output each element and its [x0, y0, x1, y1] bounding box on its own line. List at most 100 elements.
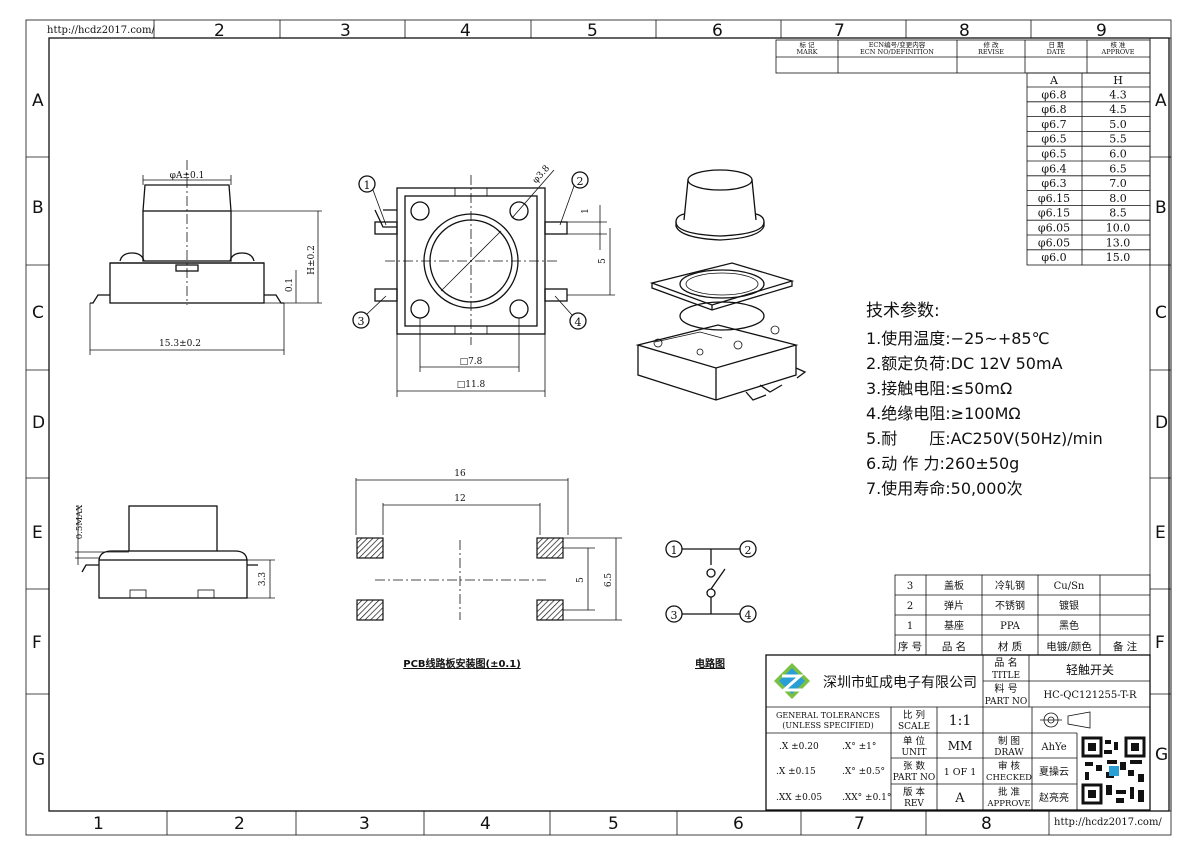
size-table-a-cell: φ6.15 [1038, 207, 1070, 220]
pin-1-label: 1 [364, 179, 371, 192]
bom-cell: 盖板 [944, 579, 964, 592]
size-table-a-cell: φ6.5 [1041, 133, 1066, 146]
col-label-top: 5 [587, 21, 598, 41]
size-table-h-cell: 6.5 [1109, 162, 1127, 175]
row-label-left: D [32, 413, 45, 433]
size-table-h-cell: 4.5 [1109, 103, 1127, 116]
circuit-pin-4: 4 [745, 609, 752, 622]
specs-title: 技术参数: [866, 301, 940, 321]
bom-cell: 弹片 [944, 599, 964, 612]
col-label-bottom: 5 [608, 814, 619, 834]
row-label-left: E [32, 523, 43, 543]
tolerance-linear: .X ±0.20 [779, 742, 819, 752]
rev-value: A [954, 791, 965, 806]
row-label-left: A [32, 91, 44, 111]
tolerance-angular: .X° ±1° [842, 742, 876, 752]
size-table-a-cell: φ6.7 [1041, 118, 1066, 131]
title-label-zh: 品 名 [994, 656, 1017, 669]
col-label-bottom: 7 [854, 814, 865, 834]
dim-inner-square: □7.8 [460, 357, 483, 367]
col-label-top: 8 [959, 21, 970, 41]
rev-label-zh: 版 本 [903, 786, 926, 798]
draw-value: AhYe [1040, 742, 1066, 753]
size-table-a-cell: φ6.15 [1038, 192, 1070, 205]
company-logo [774, 663, 810, 699]
scale-label-en: SCALE [898, 722, 930, 732]
bom-cell: PPA [1000, 621, 1021, 632]
rev-header-revise-zh: 修 改 [983, 40, 999, 49]
bom-cell: 不锈钢 [995, 599, 1025, 612]
approve-label-zh: 批 准 [998, 786, 1021, 798]
tolerance-line-1: GENERAL TOLERANCES [776, 711, 880, 720]
bom-cell: 基座 [944, 619, 964, 632]
tolerance-linear: .XX ±0.05 [776, 793, 822, 803]
exploded-view [635, 169, 807, 401]
bottom-url: http://hcdz2017.com/ [1054, 817, 1162, 828]
spec-item: 6.动 作 力:260±50g [866, 454, 1019, 473]
row-label-left: F [32, 633, 42, 653]
bom-cell: 镀银 [1059, 599, 1079, 612]
col-label-bottom: 1 [93, 814, 104, 834]
rev-header-mark-zh: 标 记 [799, 40, 815, 49]
size-table-h-cell: 10.0 [1106, 222, 1131, 235]
dim-16: 16 [454, 469, 466, 479]
bom-cell: 冷轧钢 [995, 579, 1025, 592]
dim-h: H±0.2 [307, 245, 317, 275]
size-table-h-cell: 5.5 [1109, 133, 1127, 146]
spec-item: 7.使用寿命:50,000次 [866, 479, 1023, 498]
tolerance-angular: .X° ±0.5° [842, 767, 885, 777]
bom-cell: 黑色 [1059, 619, 1079, 632]
rev-label-en: REV [904, 799, 924, 809]
row-label-right: F [1155, 633, 1165, 653]
scale-value: 1:1 [949, 713, 972, 729]
dim-5-pcb: 5 [576, 577, 586, 583]
dim-phi-3-8: φ3.8 [531, 163, 552, 185]
pin-3-label: 3 [358, 315, 365, 328]
tolerance-line-2: (UNLESS SPECIFIED) [782, 721, 873, 730]
pin-4-label: 4 [575, 316, 582, 329]
unit-label-en: UNIT [901, 748, 926, 758]
spec-item: 3.接触电阻:≤50mΩ [866, 379, 1012, 398]
rev-header-mark-en: MARK [796, 48, 817, 56]
part-label-en: PART NO [985, 697, 1027, 707]
size-table-a-cell: φ6.8 [1041, 88, 1066, 101]
spec-item: 5.耐 压:AC250V(50Hz)/min [866, 429, 1103, 448]
size-table-a-cell: φ6.5 [1041, 148, 1066, 161]
revision-table: 标 记 MARK ECN编号/变更内容 ECN NO/DEFINITION 修 … [775, 39, 1151, 74]
circuit-pin-1: 1 [671, 544, 678, 557]
bom-header: 备 注 [1113, 640, 1138, 653]
part-label-zh: 料 号 [994, 682, 1017, 695]
dim-0-1: 0.1 [285, 278, 295, 292]
dim-3-3: 3.3 [258, 572, 268, 587]
sheet-label-zh: 张 数 [903, 760, 926, 772]
row-label-right: A [1155, 91, 1167, 111]
size-table-h-cell: 4.3 [1109, 88, 1127, 101]
row-label-right: E [1155, 523, 1166, 543]
qr-code-icon [1081, 736, 1146, 805]
pcb-pad [536, 537, 564, 559]
row-label-left: G [32, 750, 45, 770]
scale-label-zh: 比 列 [903, 709, 925, 721]
checked-label-en: CHECKED [986, 773, 1032, 783]
unit-label-zh: 单 位 [903, 735, 926, 747]
part-value: HC-QC121255-T-R [1043, 690, 1137, 701]
row-label-right: D [1155, 413, 1168, 433]
sheet-label-en: PART NO [893, 773, 935, 783]
side-view: φA±0.1 H±0.2 0.1 15.3±0.2 [89, 160, 322, 355]
circuit-caption: 电路图 [695, 657, 725, 670]
bom-cell: 1 [907, 621, 913, 632]
size-table-h-cell: 15.0 [1106, 251, 1131, 264]
title-value: 轻触开关 [1066, 663, 1114, 677]
row-label-right: B [1155, 198, 1167, 218]
pcb-pad [536, 599, 564, 621]
rev-header-ecn-zh: ECN编号/变更内容 [869, 40, 926, 49]
checked-value: 夏操云 [1039, 765, 1069, 778]
pcb-layout: 16 12 5 6.5 PCB线路板安装图(±0.1) [355, 469, 622, 670]
size-table-a-cell: φ6.0 [1041, 251, 1066, 264]
front-view: 0.5MAX 3.3 [75, 504, 275, 599]
rev-header-approve-en: APPROVE [1101, 48, 1135, 56]
bom-header: 序 号 [898, 640, 922, 653]
col-label-bottom: 2 [234, 814, 245, 834]
